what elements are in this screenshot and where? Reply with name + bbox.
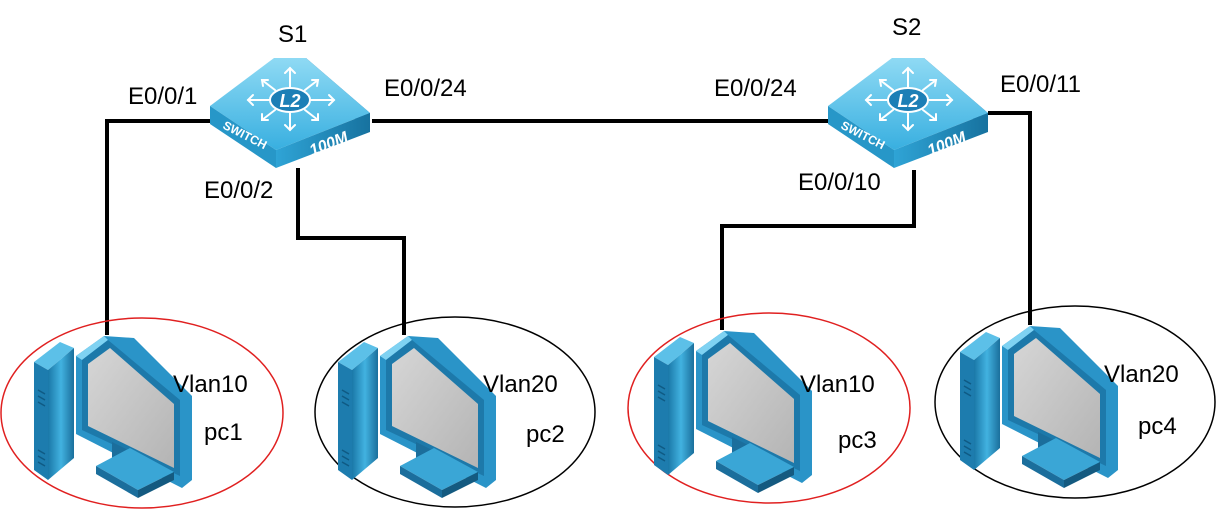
vlan-label: Vlan20 <box>1104 361 1179 388</box>
links <box>105 111 1032 335</box>
link-s1-pc2 <box>296 168 406 335</box>
computer-icon <box>959 325 1119 489</box>
port-label: E0/0/24 <box>714 75 797 102</box>
switch-label-s2: S2 <box>892 14 921 41</box>
port-label: E0/0/1 <box>128 83 197 110</box>
switch-badge: L2 <box>279 91 300 111</box>
vlan-ring <box>934 305 1216 499</box>
switch-icon <box>209 57 371 169</box>
pc4-node[interactable]: Vlan20 pc4 <box>934 305 1216 499</box>
vlan-ring <box>314 316 596 508</box>
pc2-node[interactable]: Vlan20 pc2 <box>314 316 596 508</box>
switch-badge: L2 <box>897 91 918 111</box>
port-label: E0/0/10 <box>798 169 881 196</box>
pc-name-label: pc2 <box>526 421 565 448</box>
port-label: E0/0/24 <box>384 75 467 102</box>
port-label: E0/0/11 <box>1000 71 1081 98</box>
pc1-node[interactable]: Vlan10 pc1 <box>0 317 284 509</box>
computer-icon <box>337 335 497 499</box>
pc-name-label: pc4 <box>1138 413 1177 440</box>
link-s2-pc3 <box>720 170 916 330</box>
link-s1-pc1 <box>105 119 220 335</box>
vlan-label: Vlan10 <box>800 371 875 398</box>
switch-icon <box>827 57 989 169</box>
computer-icon <box>653 330 813 494</box>
vlan-ring <box>627 312 911 504</box>
vlan-label: Vlan10 <box>173 371 248 398</box>
pc-name-label: pc3 <box>838 427 877 454</box>
switch-s2[interactable]: L2 SWITCH 100M <box>827 57 989 169</box>
computer-icon <box>33 335 193 499</box>
link-s2-pc4 <box>988 111 1032 325</box>
vlan-label: Vlan20 <box>483 371 558 398</box>
port-label: E0/0/2 <box>204 177 273 204</box>
vlan-ring <box>0 317 284 509</box>
switch-s1[interactable]: L2 SWITCH 100M <box>209 57 371 169</box>
pc3-node[interactable]: Vlan10 pc3 <box>627 312 911 504</box>
pc-name-label: pc1 <box>204 419 243 446</box>
switch-label-s1: S1 <box>278 21 307 48</box>
